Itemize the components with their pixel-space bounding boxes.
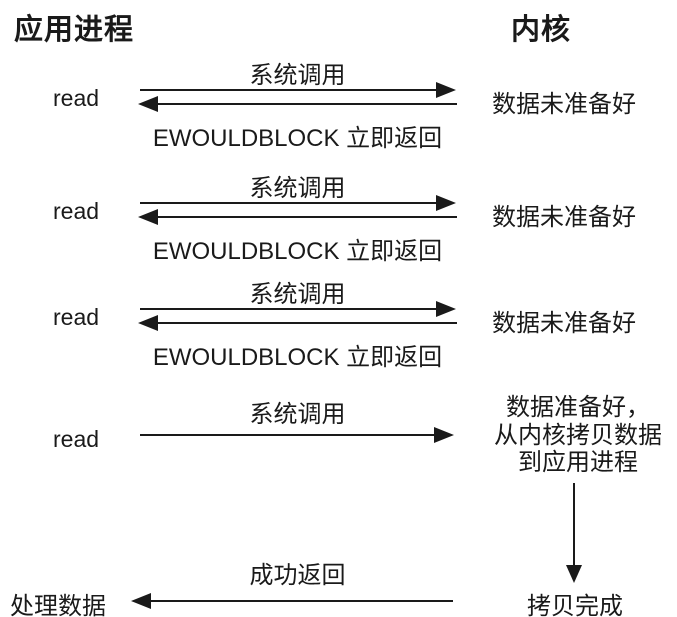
syscall-arrow (140, 82, 456, 98)
kernel-state-line: 从内核拷贝数据 (494, 421, 662, 449)
kernel-copy-state-block: 数据准备好， 从内核拷贝数据 到应用进程 (486, 394, 670, 477)
return-arrow (138, 96, 457, 112)
ewouldblock-label: EWOULDBLOCK 立即返回 (152, 125, 443, 152)
syscall-label: 系统调用 (249, 175, 346, 202)
syscall-arrow (140, 301, 456, 317)
syscall-label: 系统调用 (249, 62, 346, 89)
return-arrow (138, 315, 457, 331)
copy-done-label: 拷贝完成 (527, 593, 623, 617)
syscall-arrow (140, 427, 454, 443)
arrowhead-down-icon (566, 565, 582, 583)
syscall-label: 系统调用 (249, 401, 346, 428)
success-return-arrow (131, 593, 453, 609)
kernel-state-line: 到应用进程 (518, 449, 638, 476)
kernel-state-label: 数据未准备好 (492, 204, 636, 231)
read-label: read (53, 85, 100, 111)
ewouldblock-label: EWOULDBLOCK 立即返回 (152, 238, 443, 265)
app-process-header: 应用进程 (14, 14, 135, 46)
read-label: read (53, 304, 100, 330)
process-data-label: 处理数据 (10, 593, 106, 617)
arrowhead-right-icon (436, 301, 456, 317)
arrowhead-right-icon (436, 82, 456, 98)
kernel-state-line: 数据准备好， (506, 394, 650, 421)
arrowhead-left-icon (131, 593, 151, 609)
return-arrow (138, 209, 457, 225)
syscall-label: 系统调用 (249, 281, 346, 308)
arrowhead-left-icon (138, 209, 158, 225)
arrowhead-right-icon (434, 427, 454, 443)
read-label: read (53, 198, 100, 224)
read-label: read (53, 426, 100, 452)
syscall-arrow (140, 195, 456, 211)
arrowhead-right-icon (436, 195, 456, 211)
kernel-state-label: 数据未准备好 (492, 91, 636, 118)
arrowhead-left-icon (138, 96, 158, 112)
ewouldblock-label: EWOULDBLOCK 立即返回 (152, 344, 443, 371)
kernel-header: 内核 (511, 14, 572, 46)
kernel-state-label: 数据未准备好 (492, 310, 636, 337)
success-return-label: 成功返回 (249, 562, 346, 589)
arrowhead-left-icon (138, 315, 158, 331)
copy-progress-arrow (566, 483, 582, 583)
